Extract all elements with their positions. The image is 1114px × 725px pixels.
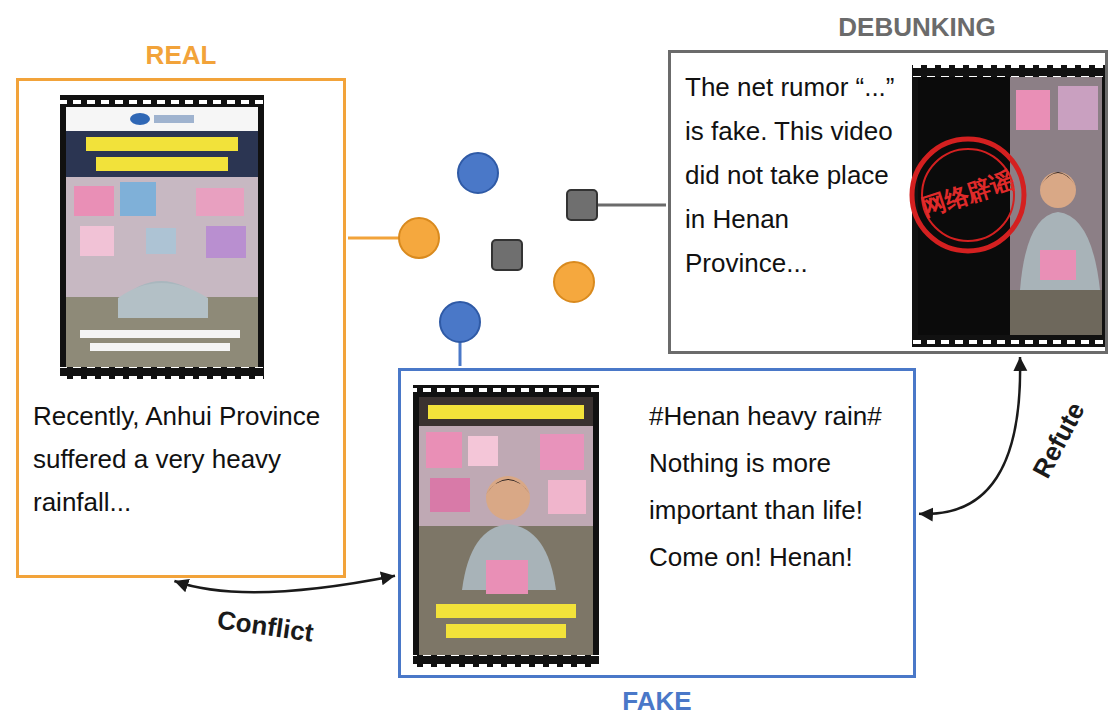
leader-line	[459, 342, 462, 366]
fake-box: FAKE#Henan heavy rain# Nothing is more i…	[398, 368, 916, 678]
box-heading: REAL	[19, 39, 343, 71]
real-box: REALRecently, Anhui Province suffered a …	[16, 78, 346, 578]
blue-dot	[440, 302, 480, 342]
box-text: #Henan heavy rain# Nothing is more impor…	[649, 393, 907, 581]
blue-dot	[458, 153, 498, 193]
grey-square	[567, 190, 597, 220]
box-heading: FAKE	[401, 685, 913, 717]
video-thumbnail	[413, 385, 599, 667]
video-thumbnail	[60, 95, 264, 379]
edge-label: Refute	[1024, 395, 1091, 486]
orange-dot	[399, 218, 439, 258]
box-text: Recently, Anhui Province suffered a very…	[33, 395, 338, 524]
orange-dot	[554, 262, 594, 302]
debunking-box: DEBUNKINGThe net rumor “...” is fake. Th…	[668, 50, 1108, 354]
box-text: The net rumor “...” is fake. This video …	[685, 65, 911, 285]
box-heading: DEBUNKING	[767, 11, 1067, 43]
grey-square	[492, 240, 522, 270]
edge-label: Conflict	[212, 604, 318, 648]
leader-line	[597, 204, 666, 207]
curved-arrow	[919, 357, 1020, 514]
video-thumbnail	[912, 65, 1108, 347]
leader-line	[348, 237, 399, 240]
curved-arrow	[174, 576, 395, 592]
